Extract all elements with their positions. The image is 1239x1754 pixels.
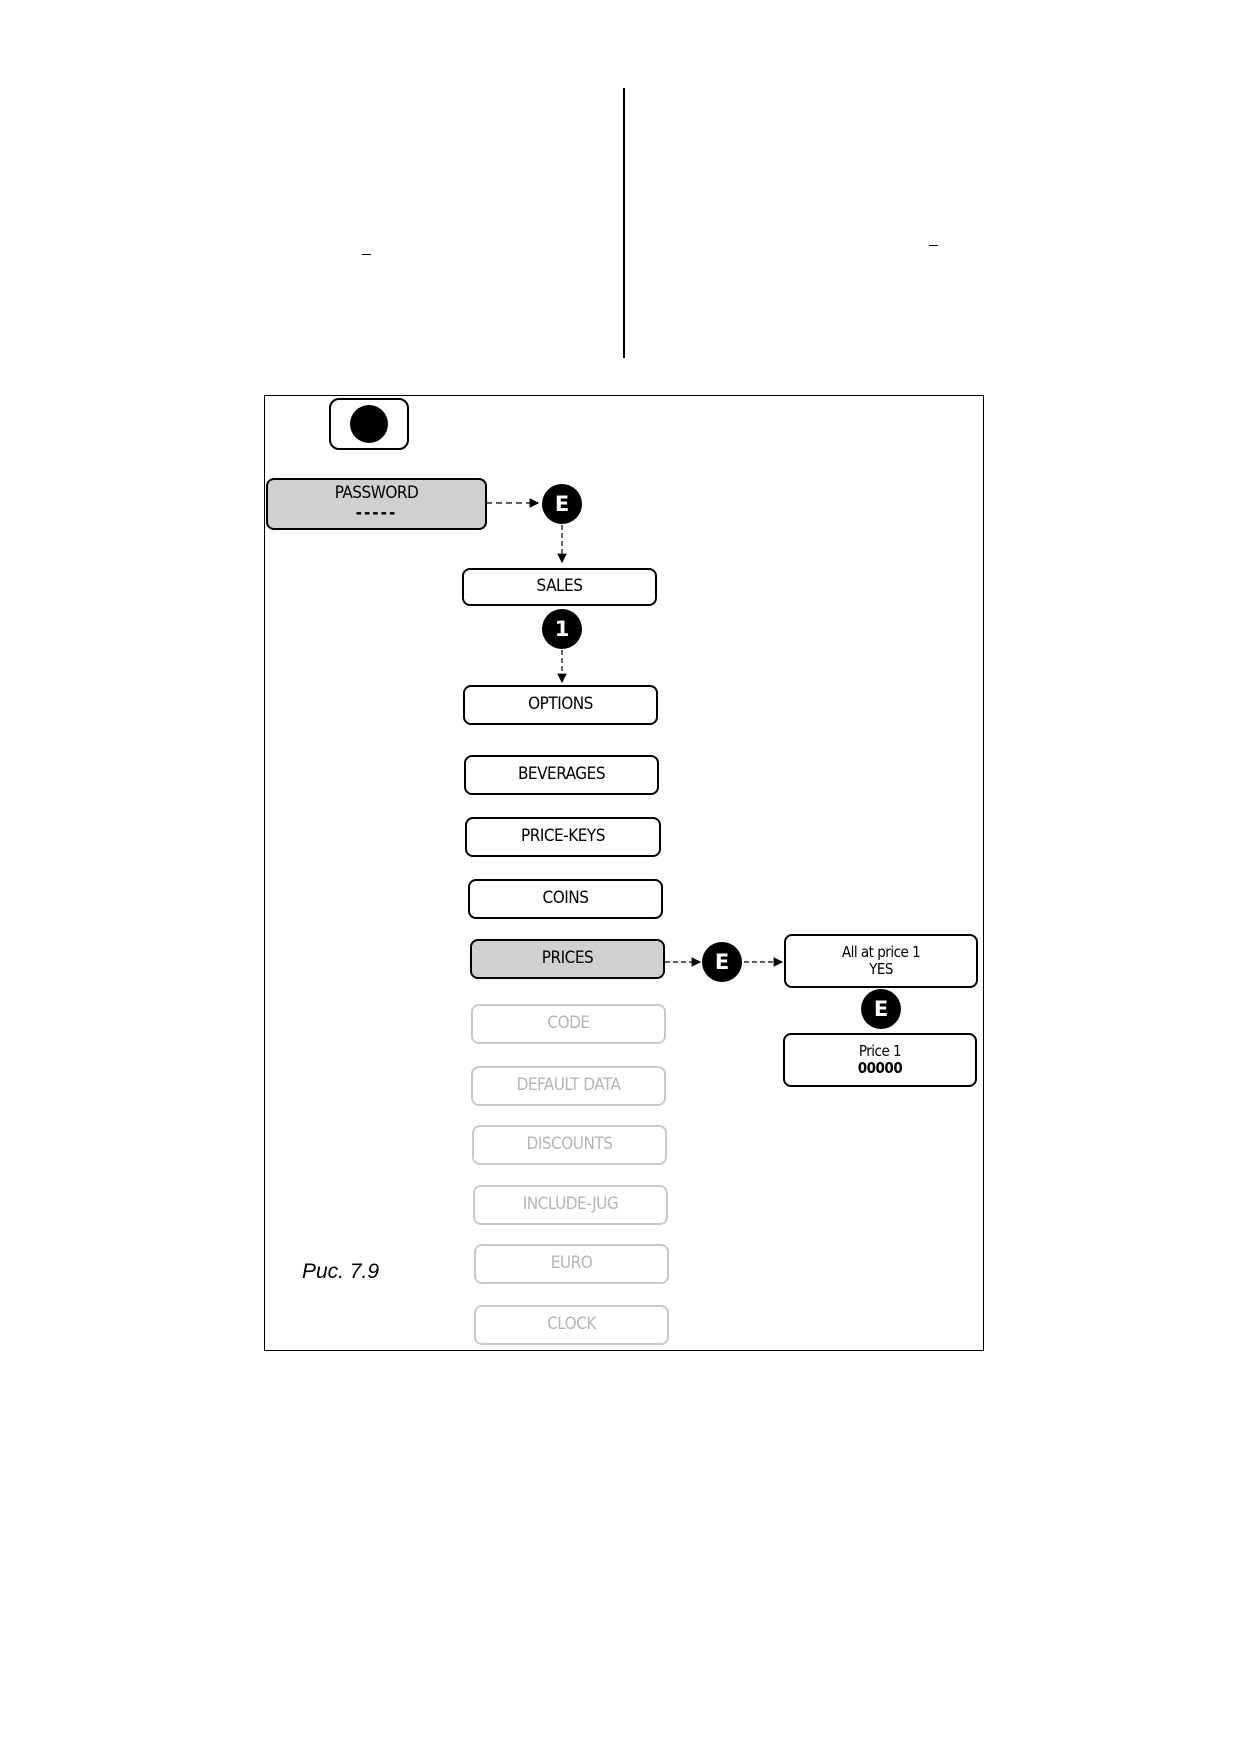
- menu-item-default-data: DEFAULT DATA: [471, 1066, 666, 1106]
- menu-item-sales[interactable]: SALES: [462, 568, 657, 606]
- column-divider: [623, 88, 625, 358]
- enter-key-icon[interactable]: E: [861, 989, 901, 1029]
- figure-frame: [264, 395, 984, 1351]
- figure-caption: Рис. 7.9: [302, 1260, 380, 1283]
- enter-key-icon[interactable]: E: [542, 484, 582, 524]
- menu-item-label: PRICES: [541, 948, 594, 969]
- menu-item-label: SALES: [536, 576, 583, 597]
- menu-item-label: CLOCK: [547, 1314, 596, 1335]
- menu-item-include-jug: INCLUDE-JUG: [473, 1185, 668, 1225]
- menu-item-code: CODE: [471, 1004, 666, 1044]
- price1-label: Price 1: [858, 1041, 902, 1060]
- password-box[interactable]: PASSWORD -----: [266, 478, 487, 530]
- key-button[interactable]: [329, 398, 409, 450]
- menu-item-euro: EURO: [474, 1244, 669, 1284]
- all-at-price-box[interactable]: All at price 1 YES: [784, 934, 978, 988]
- all-at-price-label: All at price 1: [841, 942, 921, 961]
- menu-item-clock: CLOCK: [474, 1305, 669, 1345]
- all-at-price-value: YES: [869, 960, 893, 978]
- menu-item-label: EURO: [550, 1253, 593, 1274]
- menu-item-label: BEVERAGES: [517, 764, 606, 785]
- dash-mark-left: [362, 254, 371, 255]
- black-circle-icon: [350, 405, 388, 443]
- enter-key-icon[interactable]: E: [702, 942, 742, 982]
- password-label: PASSWORD: [334, 483, 419, 504]
- menu-item-label: DEFAULT DATA: [516, 1075, 621, 1096]
- menu-item-discounts: DISCOUNTS: [472, 1125, 667, 1165]
- price1-value: 00000: [857, 1059, 903, 1077]
- menu-item-prices[interactable]: PRICES: [470, 939, 665, 979]
- menu-item-label: CODE: [547, 1013, 590, 1034]
- dash-mark-right: [929, 245, 938, 246]
- menu-item-label: PRICE-KEYS: [521, 826, 605, 847]
- menu-item-price-keys[interactable]: PRICE-KEYS: [465, 817, 661, 857]
- password-value: -----: [355, 503, 398, 523]
- menu-item-coins[interactable]: COINS: [468, 879, 663, 919]
- menu-item-label: OPTIONS: [528, 694, 593, 715]
- menu-item-label: DISCOUNTS: [526, 1134, 613, 1155]
- menu-item-label: INCLUDE-JUG: [522, 1194, 619, 1215]
- one-key-icon[interactable]: 1: [542, 609, 582, 649]
- menu-item-beverages[interactable]: BEVERAGES: [464, 755, 659, 795]
- menu-item-label: COINS: [542, 888, 589, 909]
- menu-item-options[interactable]: OPTIONS: [463, 685, 658, 725]
- price1-box[interactable]: Price 1 00000: [783, 1033, 977, 1087]
